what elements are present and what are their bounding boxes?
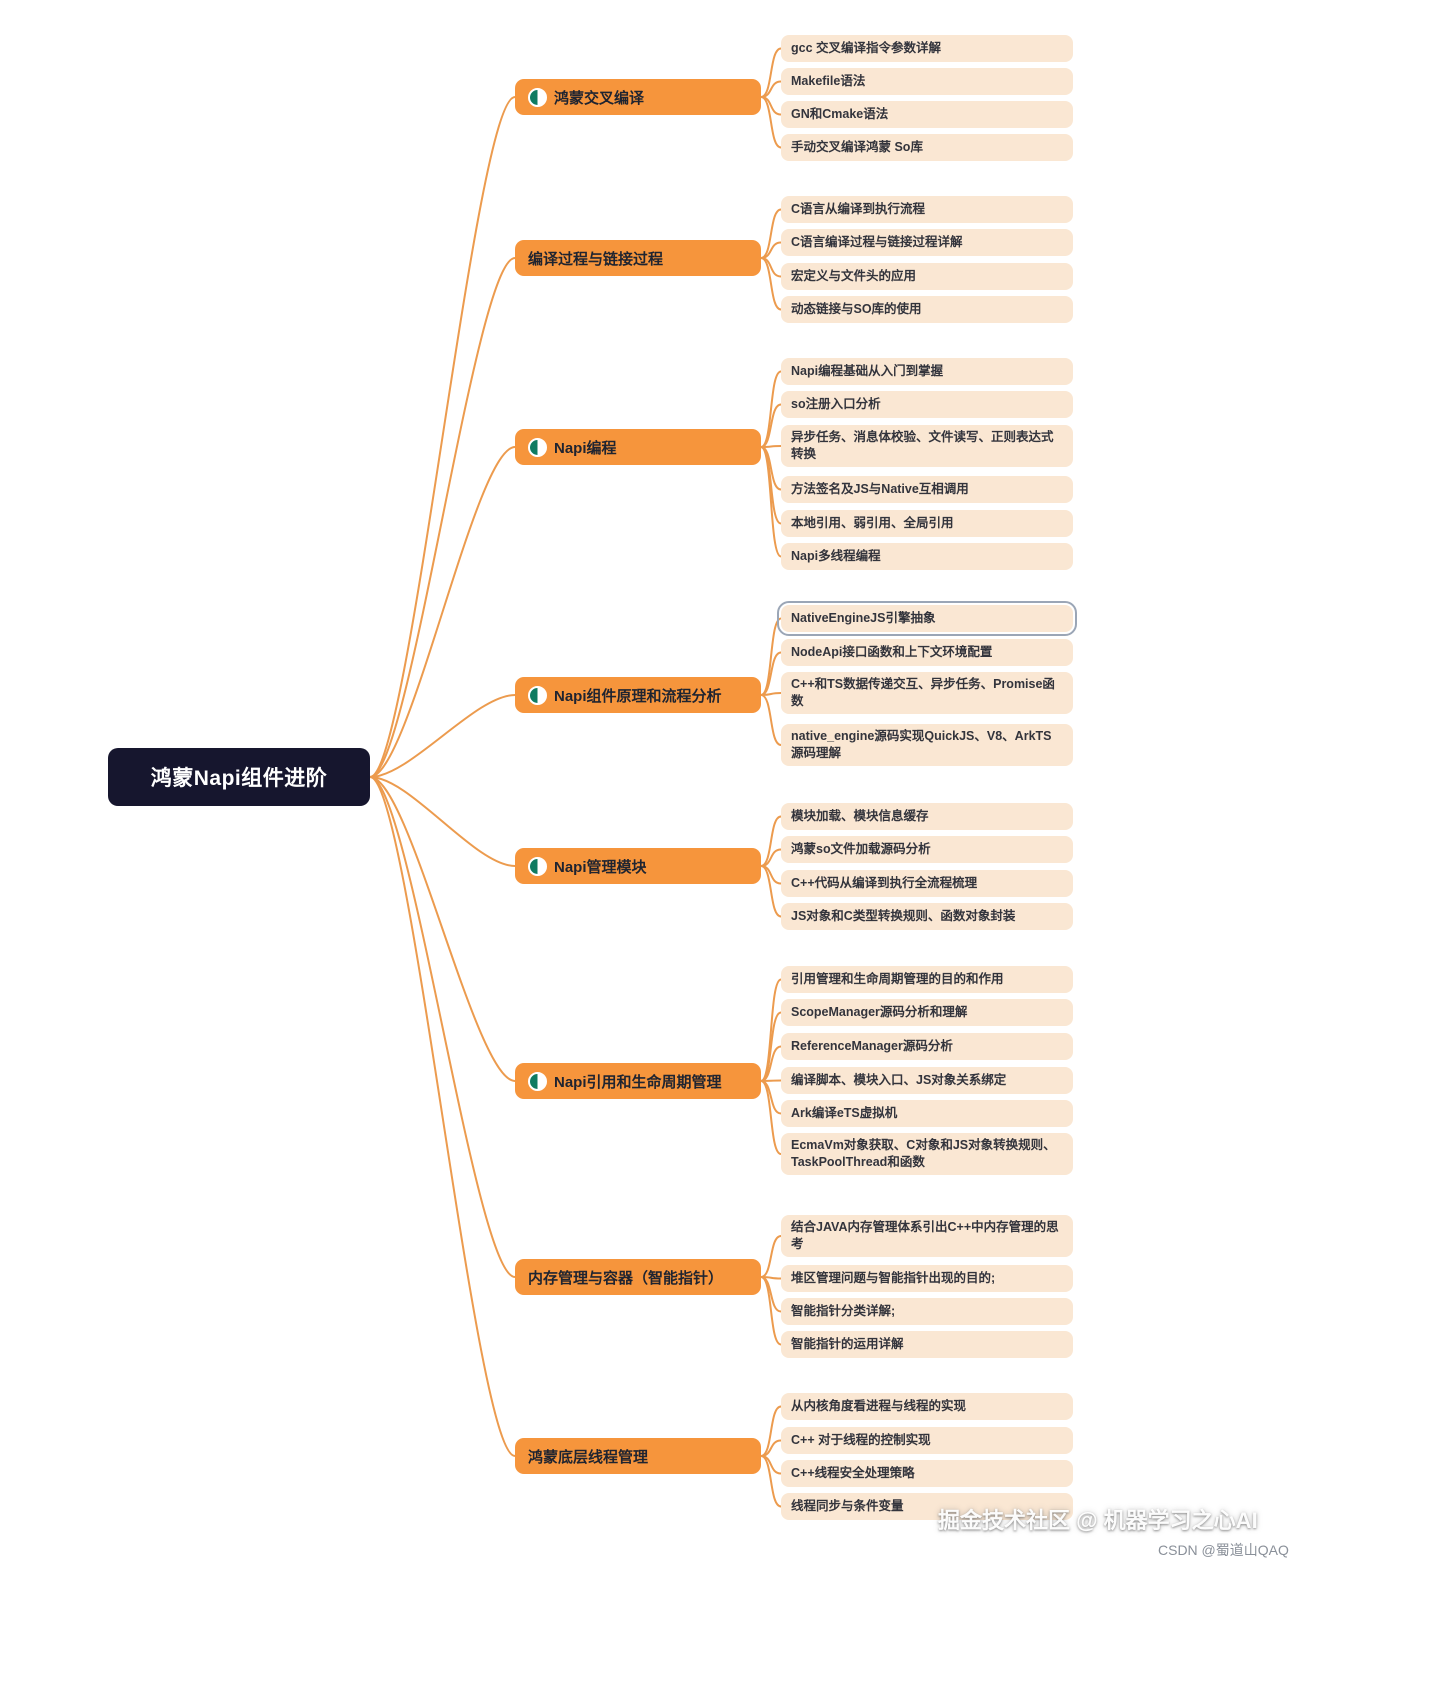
branch-node[interactable]: Napi编程 bbox=[515, 429, 761, 465]
topic-node[interactable]: 模块加载、模块信息缓存 bbox=[781, 803, 1073, 830]
branch-label: 内存管理与容器（智能指针） bbox=[528, 1269, 724, 1287]
progress-pie-icon bbox=[528, 437, 547, 457]
topic-node[interactable]: C++代码从编译到执行全流程梳理 bbox=[781, 870, 1073, 897]
topic-node[interactable]: NodeApi接口函数和上下文环境配置 bbox=[781, 639, 1073, 666]
branch-node[interactable]: 鸿蒙底层线程管理 bbox=[515, 1438, 761, 1474]
branch-label: 鸿蒙交叉编译 bbox=[554, 89, 645, 107]
topic-node[interactable]: 从内核角度看进程与线程的实现 bbox=[781, 1393, 1073, 1420]
topic-node[interactable]: Makefile语法 bbox=[781, 68, 1073, 95]
branch-label: 鸿蒙底层线程管理 bbox=[528, 1448, 649, 1466]
topic-node[interactable]: ReferenceManager源码分析 bbox=[781, 1033, 1073, 1060]
topic-node[interactable]: EcmaVm对象获取、C对象和JS对象转换规则、TaskPoolThread和函… bbox=[781, 1133, 1073, 1175]
topic-node[interactable]: 本地引用、弱引用、全局引用 bbox=[781, 510, 1073, 537]
topic-node[interactable]: Ark编译eTS虚拟机 bbox=[781, 1100, 1073, 1127]
topic-node[interactable]: 堆区管理问题与智能指针出现的目的; bbox=[781, 1265, 1073, 1292]
topic-node[interactable]: 智能指针分类详解; bbox=[781, 1298, 1073, 1325]
topic-node[interactable]: C语言从编译到执行流程 bbox=[781, 196, 1073, 223]
topic-node[interactable]: C++线程安全处理策略 bbox=[781, 1460, 1073, 1487]
topic-node[interactable]: 智能指针的运用详解 bbox=[781, 1331, 1073, 1358]
branch-label: Napi编程 bbox=[554, 439, 617, 457]
progress-pie-icon bbox=[528, 87, 547, 107]
branch-node[interactable]: Napi管理模块 bbox=[515, 848, 761, 884]
branch-label: Napi引用和生命周期管理 bbox=[554, 1073, 722, 1091]
branch-node[interactable]: 编译过程与链接过程 bbox=[515, 240, 761, 276]
topic-node[interactable]: 结合JAVA内存管理体系引出C++中内存管理的思考 bbox=[781, 1215, 1073, 1257]
topic-node[interactable]: Napi编程基础从入门到掌握 bbox=[781, 358, 1073, 385]
topic-node[interactable]: C++ 对于线程的控制实现 bbox=[781, 1427, 1073, 1454]
topic-node[interactable]: C语言编译过程与链接过程详解 bbox=[781, 229, 1073, 256]
topic-node[interactable]: GN和Cmake语法 bbox=[781, 101, 1073, 128]
progress-pie-icon bbox=[528, 1071, 547, 1091]
topic-node[interactable]: C++和TS数据传递交互、异步任务、Promise函数 bbox=[781, 672, 1073, 714]
topic-node-selected[interactable]: NativeEngineJS引擎抽象 bbox=[777, 601, 1077, 636]
topic-node[interactable]: ScopeManager源码分析和理解 bbox=[781, 999, 1073, 1026]
branch-label: 编译过程与链接过程 bbox=[528, 250, 664, 268]
topic-node[interactable]: JS对象和C类型转换规则、函数对象封装 bbox=[781, 903, 1073, 930]
branch-node[interactable]: 内存管理与容器（智能指针） bbox=[515, 1259, 761, 1295]
topic-node[interactable]: 异步任务、消息体校验、文件读写、正则表达式转换 bbox=[781, 425, 1073, 467]
watermark-community: 掘金技术社区 @ 机器学习之心AI bbox=[938, 1508, 1258, 1533]
branch-node[interactable]: 鸿蒙交叉编译 bbox=[515, 79, 761, 115]
topic-node[interactable]: 手动交叉编译鸿蒙 So库 bbox=[781, 134, 1073, 161]
topic-node[interactable]: 方法签名及JS与Native互相调用 bbox=[781, 476, 1073, 503]
topic-node[interactable]: Napi多线程编程 bbox=[781, 543, 1073, 570]
branch-node[interactable]: Napi组件原理和流程分析 bbox=[515, 677, 761, 713]
topic-node[interactable]: 宏定义与文件头的应用 bbox=[781, 263, 1073, 290]
topic-node[interactable]: 线程同步与条件变量 bbox=[781, 1493, 1073, 1520]
root-topic[interactable]: 鸿蒙Napi组件进阶 bbox=[108, 748, 370, 806]
progress-pie-icon bbox=[528, 856, 547, 876]
topic-node[interactable]: 鸿蒙so文件加载源码分析 bbox=[781, 836, 1073, 863]
topic-node[interactable]: 引用管理和生命周期管理的目的和作用 bbox=[781, 966, 1073, 993]
topic-node[interactable]: native_engine源码实现QuickJS、V8、ArkTS源码理解 bbox=[781, 724, 1073, 766]
topic-node[interactable]: 动态链接与SO库的使用 bbox=[781, 296, 1073, 323]
branch-node[interactable]: Napi引用和生命周期管理 bbox=[515, 1063, 761, 1099]
branch-label: Napi管理模块 bbox=[554, 858, 647, 876]
branch-label: Napi组件原理和流程分析 bbox=[554, 687, 722, 705]
topic-node[interactable]: so注册入口分析 bbox=[781, 391, 1073, 418]
topic-node[interactable]: gcc 交叉编译指令参数详解 bbox=[781, 35, 1073, 62]
topic-node[interactable]: 编译脚本、模块入口、JS对象关系绑定 bbox=[781, 1067, 1073, 1094]
watermark-csdn: CSDN @蜀道山QAQ bbox=[1158, 1542, 1289, 1558]
progress-pie-icon bbox=[528, 685, 547, 705]
